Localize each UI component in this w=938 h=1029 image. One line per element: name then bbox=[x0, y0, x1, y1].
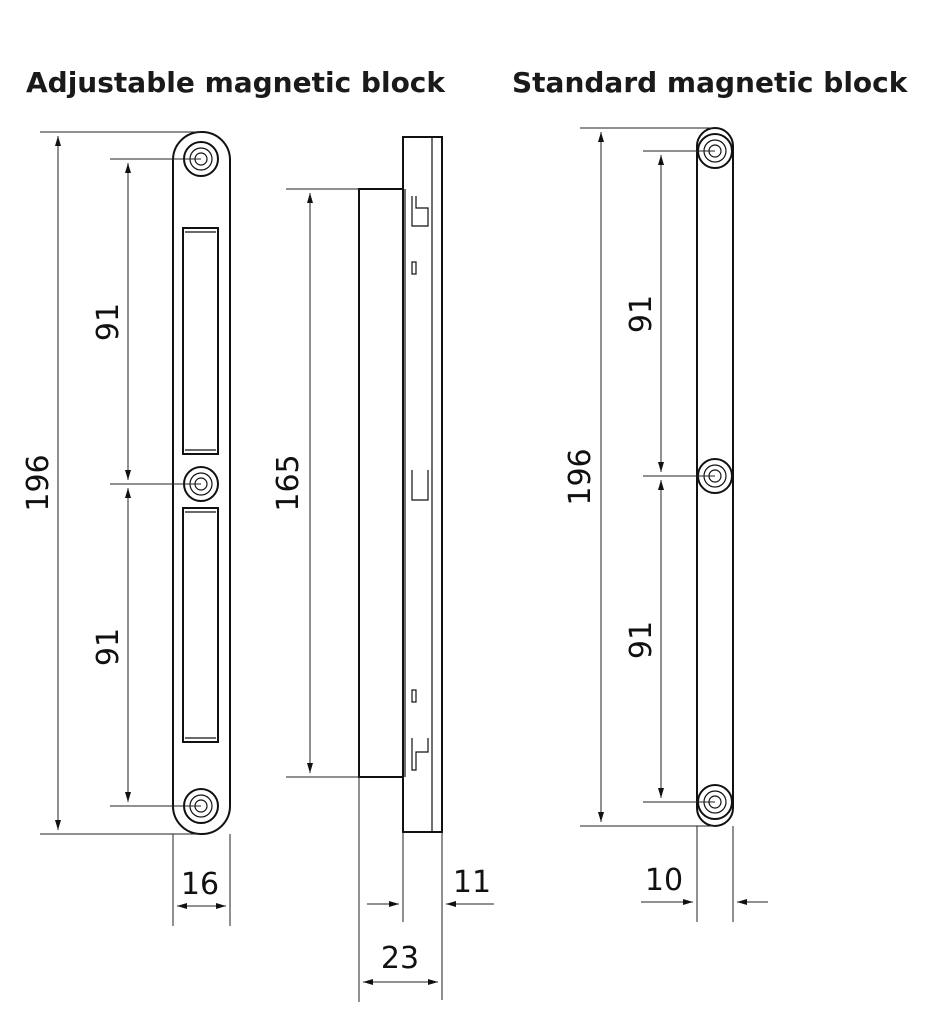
upper-slot bbox=[182, 227, 219, 455]
adjustable-block-front-view: 196 91 91 16 bbox=[21, 131, 231, 926]
dim-adj-width: 16 bbox=[181, 867, 219, 902]
dim-side-plate-depth: 11 bbox=[453, 865, 491, 900]
dim-adj-lower-spacing: 91 bbox=[91, 628, 126, 666]
title-standard-block: Standard magnetic block bbox=[512, 66, 908, 99]
title-adjustable-block: Adjustable magnetic block bbox=[26, 66, 446, 99]
dim-side-total-depth: 23 bbox=[381, 941, 419, 976]
adjustable-plate-outline bbox=[172, 131, 231, 835]
dim-std-width: 10 bbox=[645, 863, 683, 898]
dim-adj-total-height: 196 bbox=[21, 454, 56, 511]
dim-std-total-height: 196 bbox=[563, 448, 598, 505]
dim-std-upper-spacing: 91 bbox=[624, 295, 659, 333]
adjustable-block-side-view: 165 11 23 bbox=[271, 136, 494, 1002]
dim-std-lower-spacing: 91 bbox=[624, 621, 659, 659]
dim-side-length: 165 bbox=[271, 454, 306, 511]
side-body bbox=[358, 188, 404, 778]
standard-block-front-view: 196 91 91 10 bbox=[563, 127, 768, 922]
lower-slot bbox=[182, 507, 219, 743]
standard-plate-outline bbox=[696, 127, 734, 827]
dim-adj-upper-spacing: 91 bbox=[91, 303, 126, 341]
side-plate bbox=[402, 136, 443, 833]
